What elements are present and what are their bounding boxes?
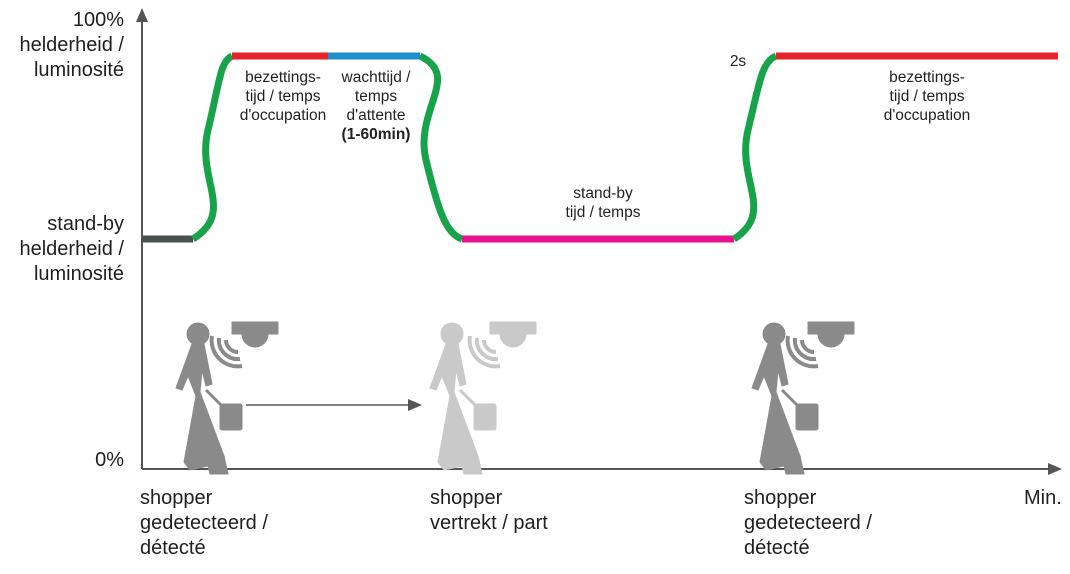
phase-line: tijd / temps bbox=[889, 88, 965, 105]
phase-line: bezettings- bbox=[245, 69, 321, 86]
y-max-value: 100% bbox=[72, 9, 124, 31]
y-axis bbox=[136, 8, 148, 469]
x-axis bbox=[142, 463, 1062, 475]
arrow-right-icon bbox=[246, 399, 422, 411]
occupancy-time-label-2: bezettings- tijd / temps d'occupation bbox=[862, 68, 992, 125]
shopper-figure-2 bbox=[750, 321, 820, 476]
motion-sensor-icon-faded bbox=[467, 320, 538, 369]
event-line: shopper bbox=[140, 487, 213, 509]
phase-line: stand-by bbox=[573, 185, 633, 202]
y-min-label: 0% bbox=[95, 449, 124, 471]
y-standby-line: helderheid / bbox=[19, 238, 124, 260]
ramp-down bbox=[418, 52, 464, 243]
x-unit-label: Min. bbox=[1024, 487, 1062, 509]
event-line: shopper bbox=[744, 487, 817, 509]
event-shopper-detected-2: shopper gedetecteerd / détecté bbox=[744, 486, 872, 561]
ramp-up-1 bbox=[191, 52, 234, 242]
ramp-time-label: 2s bbox=[729, 53, 747, 70]
event-line: gedetecteerd / bbox=[744, 512, 872, 534]
phase-line: temps bbox=[354, 88, 398, 105]
motion-sensor-icon bbox=[209, 320, 280, 369]
event-line: détecté bbox=[140, 537, 206, 559]
event-shopper-leaves: shopper vertrekt / part bbox=[430, 486, 548, 536]
event-line: gedetecteerd / bbox=[140, 512, 268, 534]
phase-line: tijd / temps bbox=[245, 88, 321, 105]
event-line: shopper bbox=[430, 487, 503, 509]
phase-line: wachttijd / bbox=[341, 69, 411, 86]
y-standby-line: luminosité bbox=[33, 263, 124, 285]
phase-line: d'attente bbox=[346, 107, 406, 124]
standby-time-label: stand-by tijd / temps bbox=[548, 184, 658, 222]
event-line: vertrekt / part bbox=[430, 512, 548, 534]
ramp-up-2 bbox=[732, 52, 778, 242]
event-line: détecté bbox=[744, 537, 810, 559]
y-max-sub-line: luminosité bbox=[33, 59, 124, 81]
waiting-range: (1-60min) bbox=[341, 126, 411, 143]
occupancy-time-label-1: bezettings- tijd / temps d'occupation bbox=[228, 68, 338, 125]
phase-line: tijd / temps bbox=[565, 204, 641, 221]
y-max-sub-line: helderheid / bbox=[19, 34, 124, 56]
shopper-figure bbox=[174, 321, 244, 476]
event-shopper-detected-1: shopper gedetecteerd / détecté bbox=[140, 486, 268, 561]
y-standby-line: stand-by bbox=[47, 213, 124, 235]
phase-line: d'occupation bbox=[883, 107, 971, 124]
motion-sensor-icon-2 bbox=[785, 320, 856, 369]
phase-line: d'occupation bbox=[239, 107, 327, 124]
phase-line: bezettings- bbox=[889, 69, 965, 86]
y-max-label: 100% helderheid / luminosité bbox=[19, 8, 124, 83]
waiting-time-label: wachttijd / temps d'attente (1-60min) bbox=[326, 68, 426, 144]
light-level-curve bbox=[142, 52, 1058, 243]
y-standby-label: stand-by helderheid / luminosité bbox=[19, 212, 124, 287]
